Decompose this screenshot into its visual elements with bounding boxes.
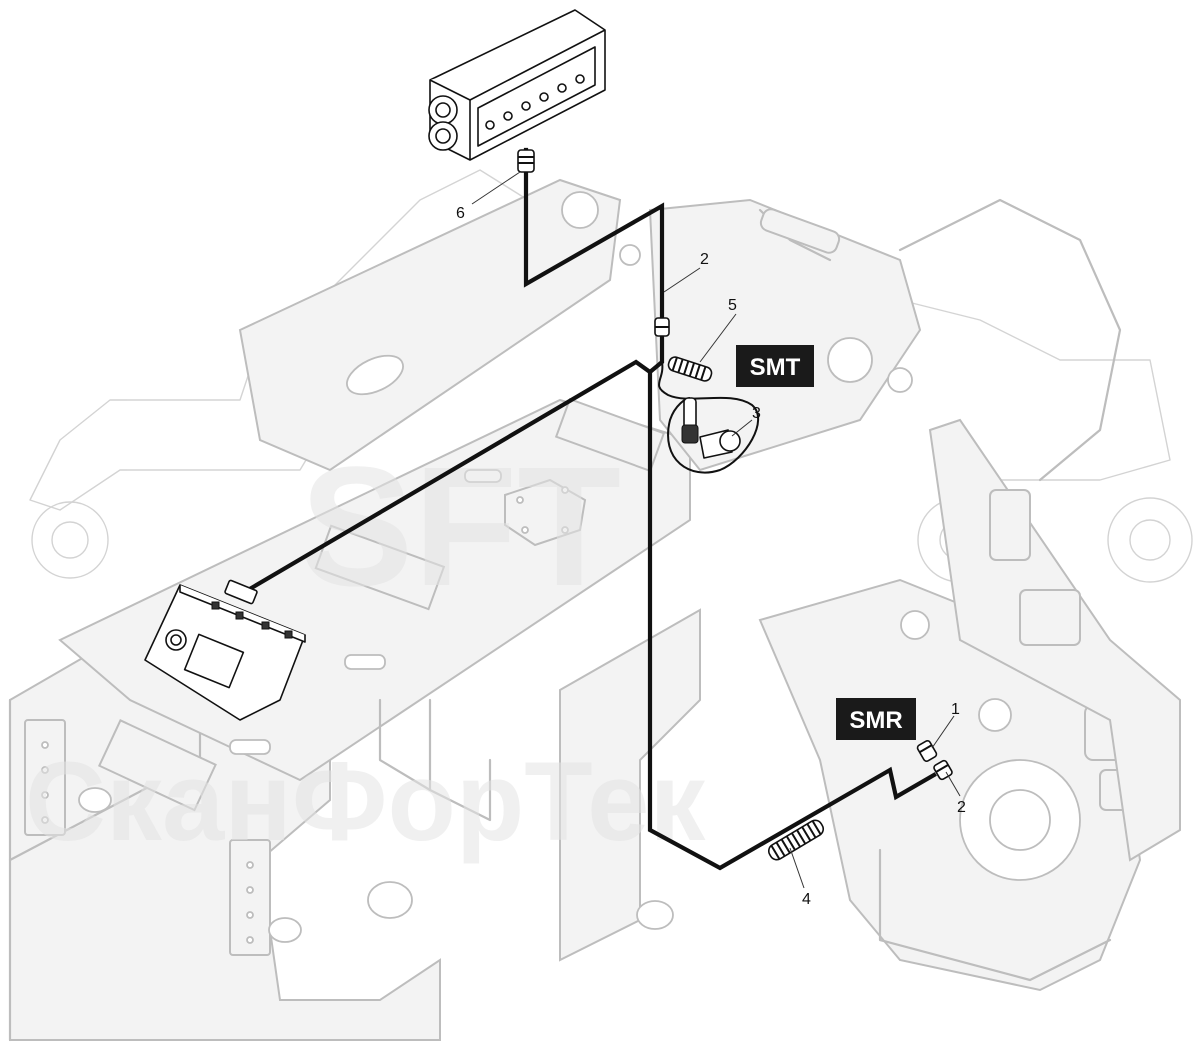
harness-branch-control-unit <box>245 359 653 593</box>
smt-speed-sensor <box>681 397 741 459</box>
callout-2-bottom: 2 <box>957 799 966 816</box>
control-unit <box>144 579 306 721</box>
inline-connector-top <box>654 317 670 337</box>
tag-smt-label: SMT <box>750 354 801 381</box>
watermark-brand: SFT <box>300 432 621 622</box>
cable-gland-connector <box>517 149 535 173</box>
machine-frame <box>8 178 1181 1042</box>
callout-1: 1 <box>951 701 960 718</box>
tag-smt: SMT <box>736 345 814 387</box>
callout-3: 3 <box>752 405 761 422</box>
callout-6: 6 <box>456 205 465 222</box>
watermark-company: СканФорТек <box>25 739 706 864</box>
tag-smr: SMR <box>836 698 916 740</box>
callout-5: 5 <box>728 297 737 314</box>
callout-2-top: 2 <box>700 251 709 268</box>
mounting-plate-left <box>24 719 66 836</box>
corrugated-sleeve-upper <box>667 356 713 382</box>
tag-smr-label: SMR <box>849 707 902 734</box>
harness-branch-smt <box>657 361 759 474</box>
wiring-harness <box>245 147 937 871</box>
mounting-plate-right <box>229 839 271 956</box>
leader-lines <box>471 171 961 889</box>
junction-box <box>428 9 606 161</box>
corrugated-sleeve-lower <box>767 819 825 861</box>
callout-labels: 6 2 5 3 4 1 2 <box>456 205 966 908</box>
watermark-text: SFT СканФорТек <box>25 432 706 864</box>
callout-4: 4 <box>802 891 811 908</box>
